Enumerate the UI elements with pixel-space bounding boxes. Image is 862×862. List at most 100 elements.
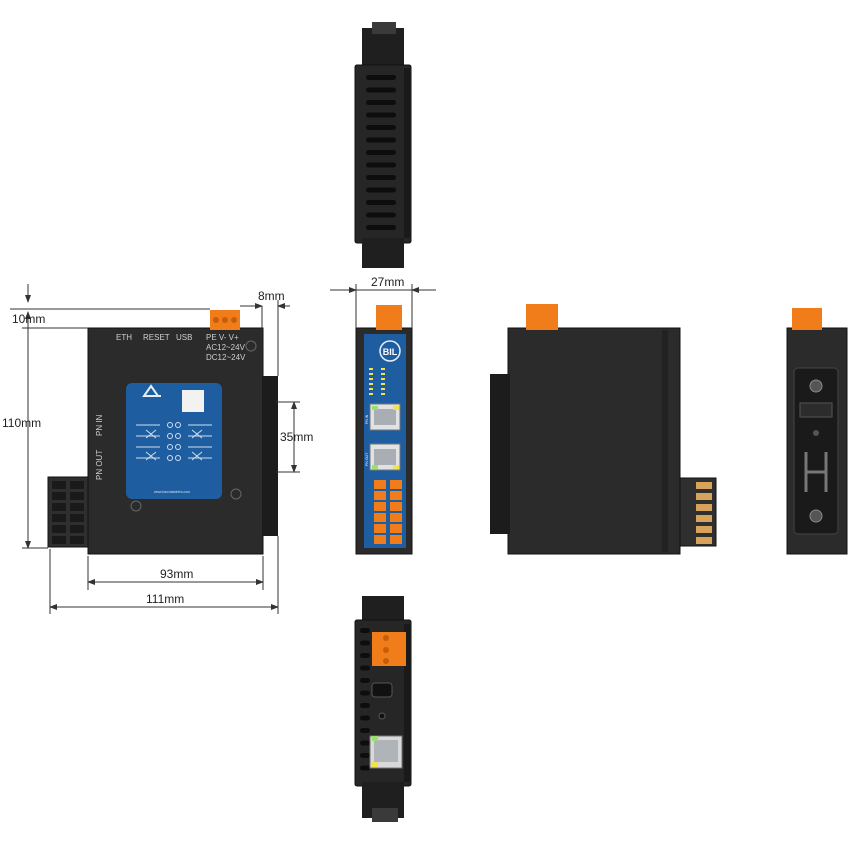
vent-slot [366, 100, 396, 105]
side-view: BIL PN IN PN OUT [355, 305, 413, 555]
vent-slot [360, 640, 370, 646]
orange-terminal [374, 535, 386, 544]
status-led [381, 378, 385, 380]
vent-slot [360, 715, 370, 721]
dim-27mm: 27mm [371, 275, 404, 289]
right-housing [507, 327, 681, 555]
status-led [381, 368, 385, 370]
orange-terminal [374, 491, 386, 500]
vent-slot [360, 753, 370, 758]
orange-terminal [390, 535, 402, 544]
status-led [369, 378, 373, 380]
io-terminal [52, 536, 66, 544]
io-terminal [696, 482, 712, 489]
status-led [369, 373, 373, 375]
io-terminal [696, 537, 712, 544]
status-led [369, 393, 373, 395]
dim-10mm: 10mm [12, 312, 45, 326]
orange-terminal [390, 491, 402, 500]
vent-slot [366, 187, 396, 193]
io-terminal [696, 504, 712, 511]
vent-slot [366, 137, 396, 143]
vent-slot [366, 125, 396, 130]
dim-93mm: 93mm [160, 567, 193, 581]
vent-slot [360, 728, 370, 733]
dimension-lines [10, 284, 436, 614]
status-led [369, 368, 373, 370]
io-terminal [70, 514, 84, 522]
orange-terminal [374, 502, 386, 511]
circuit-node [167, 444, 173, 450]
orange-terminal [374, 524, 386, 533]
qr-code [182, 390, 204, 412]
ac-voltage-label: AC12~24V [206, 343, 246, 352]
side-power-connector [376, 305, 402, 330]
orange-terminal [374, 480, 386, 489]
status-led [381, 393, 385, 395]
bil-logo [379, 340, 401, 362]
vent-slot [360, 740, 370, 746]
io-terminal [70, 481, 84, 489]
vent-slot [366, 175, 396, 180]
io-terminal [70, 503, 84, 511]
dc-voltage-label: DC12~24V [206, 353, 246, 362]
front-view: ETH RESET USB PE V- V+ AC12~24V DC12~24V… [47, 310, 278, 555]
circuit-node [167, 455, 173, 461]
dim-35mm: 35mm [280, 430, 313, 444]
vent-slot [360, 703, 370, 708]
pn-out-label: PN OUT [95, 450, 104, 480]
pn-out-port-label: PN OUT [365, 452, 369, 466]
brand-logo [142, 384, 161, 397]
vent-slot [360, 678, 370, 683]
circuit-cross [145, 429, 203, 439]
status-led [369, 388, 373, 390]
reset-label: RESET [143, 333, 170, 342]
io-terminal [52, 503, 66, 511]
bil-logo-text: BIL [383, 347, 398, 357]
pn-in-label: PN IN [95, 414, 104, 436]
vent-slot [360, 690, 370, 696]
dim-110mm: 110mm [2, 416, 41, 430]
status-led [381, 388, 385, 390]
circuit-node [167, 433, 173, 439]
vent-slot [366, 200, 396, 205]
status-led [381, 383, 385, 385]
vent-slot [366, 212, 396, 218]
io-terminal [70, 536, 84, 544]
right-power-connector [526, 304, 558, 330]
io-terminal [70, 492, 84, 500]
io-terminal [696, 526, 712, 533]
io-terminal [52, 525, 66, 533]
dim-111mm: 111mm [146, 592, 184, 606]
circuit-cross [145, 451, 203, 461]
right-din-clip [490, 374, 510, 534]
circuit-node [175, 455, 181, 461]
orange-terminal [390, 480, 402, 489]
circuit-node [167, 422, 173, 428]
orange-terminal [390, 502, 402, 511]
vent-slot [366, 150, 396, 155]
vent-slot [360, 665, 370, 671]
power-connector [372, 632, 406, 666]
vent-slot [360, 628, 370, 633]
bottom-view [354, 596, 412, 822]
orange-terminal [390, 513, 402, 522]
dim-8mm: 8mm [258, 289, 285, 303]
vent-slot [366, 75, 396, 80]
din-rail-mount [793, 367, 839, 535]
circuit-node [175, 422, 181, 428]
vent-slot [360, 765, 370, 771]
io-terminal [70, 525, 84, 533]
terminal-labels: PE V- V+ [206, 333, 239, 342]
back-power-connector [792, 308, 822, 330]
usb-label: USB [176, 333, 192, 342]
circuit-node [175, 444, 181, 450]
back-view [786, 308, 848, 555]
io-terminal [52, 492, 66, 500]
vent-slot [366, 225, 396, 230]
eth-label: ETH [116, 333, 132, 342]
vent-slot [366, 162, 396, 168]
vent-slot [366, 87, 396, 93]
io-terminal [52, 514, 66, 522]
